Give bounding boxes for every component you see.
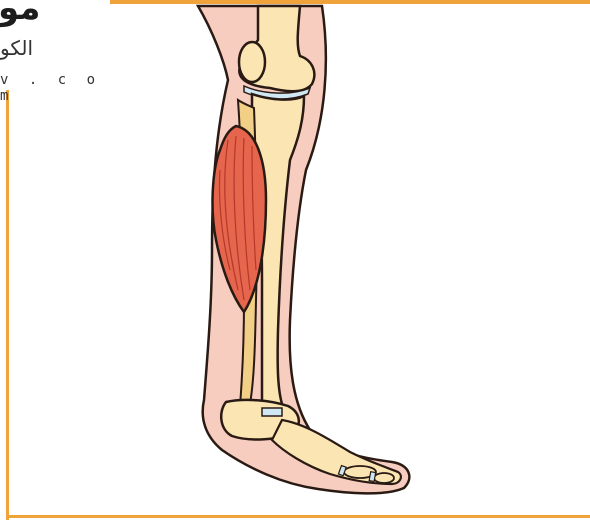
patella-bone bbox=[239, 42, 265, 82]
ankle-cartilage bbox=[262, 408, 282, 416]
